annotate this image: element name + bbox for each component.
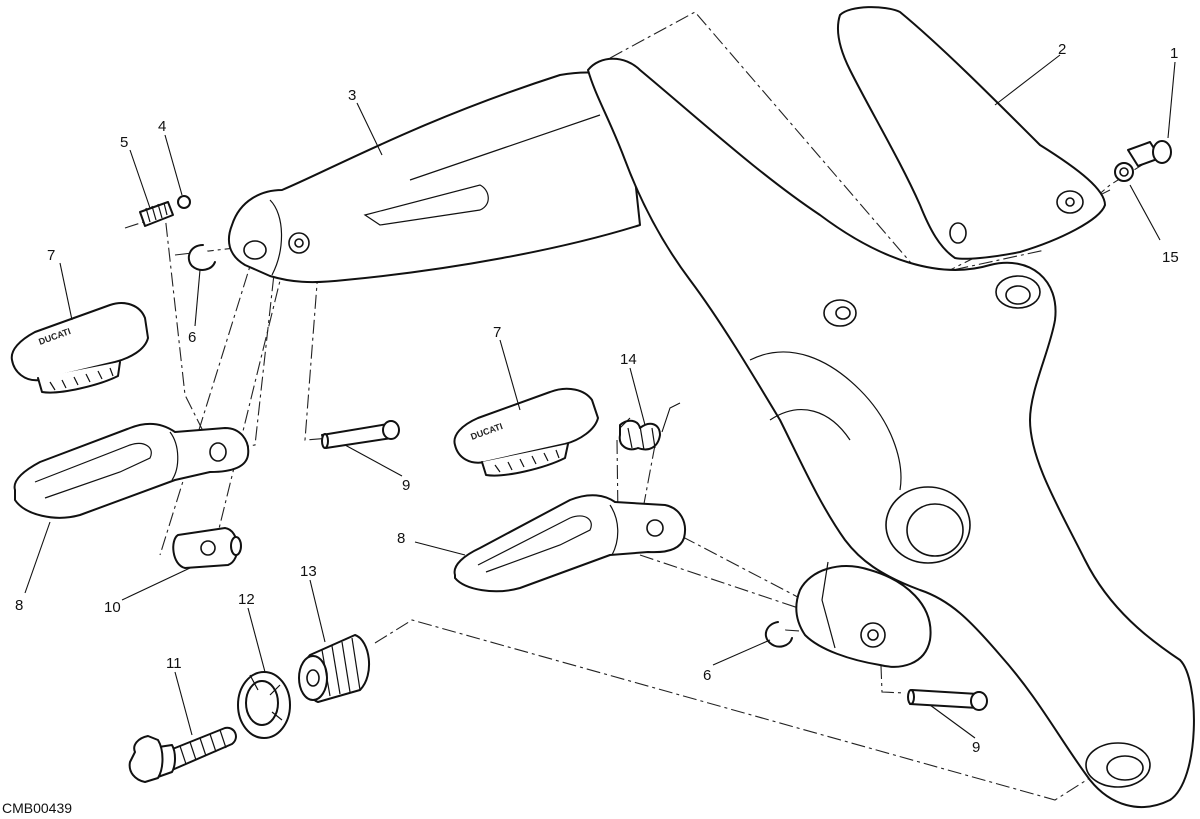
callout-leaders <box>24 54 1176 739</box>
callout-14: 14 <box>620 351 637 368</box>
detent-ball <box>177 195 191 209</box>
callout-5: 5 <box>120 134 128 151</box>
pivot-pin-lower <box>907 689 988 711</box>
hex-bolt <box>128 726 237 783</box>
circlip-upper <box>187 244 216 271</box>
callout-6-lower: 6 <box>703 667 711 684</box>
callout-2: 2 <box>1058 41 1066 58</box>
pivot-block <box>172 527 242 569</box>
lock-washer <box>1114 162 1134 182</box>
torsion-spring <box>618 402 681 451</box>
circlip-lower <box>764 621 793 648</box>
callout-7-right: 7 <box>493 324 501 341</box>
footpeg-right <box>453 494 686 593</box>
callout-4: 4 <box>158 118 166 135</box>
callout-9-lower: 9 <box>972 739 980 756</box>
drawing-reference: CMB00439 <box>2 800 72 816</box>
callout-3: 3 <box>348 87 356 104</box>
eccentric-adjuster <box>237 671 291 739</box>
callout-9-upper: 9 <box>402 477 410 494</box>
heel-guard <box>837 6 1106 260</box>
footpeg-bracket-arm <box>227 71 641 284</box>
pivot-pin-upper <box>321 420 400 449</box>
callout-7-left: 7 <box>47 247 55 264</box>
callout-8-right: 8 <box>397 530 405 547</box>
callout-8-left: 8 <box>15 597 23 614</box>
footpeg-left <box>13 422 250 519</box>
screw <box>1127 140 1172 167</box>
callout-10: 10 <box>104 599 121 616</box>
detent-spring <box>139 201 174 227</box>
footpeg-rubber-left: DUCATI <box>10 302 149 394</box>
callout-labels: 1 2 3 4 5 6 6 7 7 8 8 9 9 10 11 12 13 14… <box>15 41 1179 756</box>
footrest-support-frame <box>587 57 1195 809</box>
callout-6-upper: 6 <box>188 329 196 346</box>
footpeg-rubber-right: DUCATI <box>453 387 599 477</box>
callout-11: 11 <box>166 655 182 672</box>
callout-12: 12 <box>238 591 255 608</box>
threaded-bushing <box>298 634 371 703</box>
callout-15: 15 <box>1162 249 1179 266</box>
callout-13: 13 <box>300 563 317 580</box>
callout-1: 1 <box>1170 45 1178 62</box>
